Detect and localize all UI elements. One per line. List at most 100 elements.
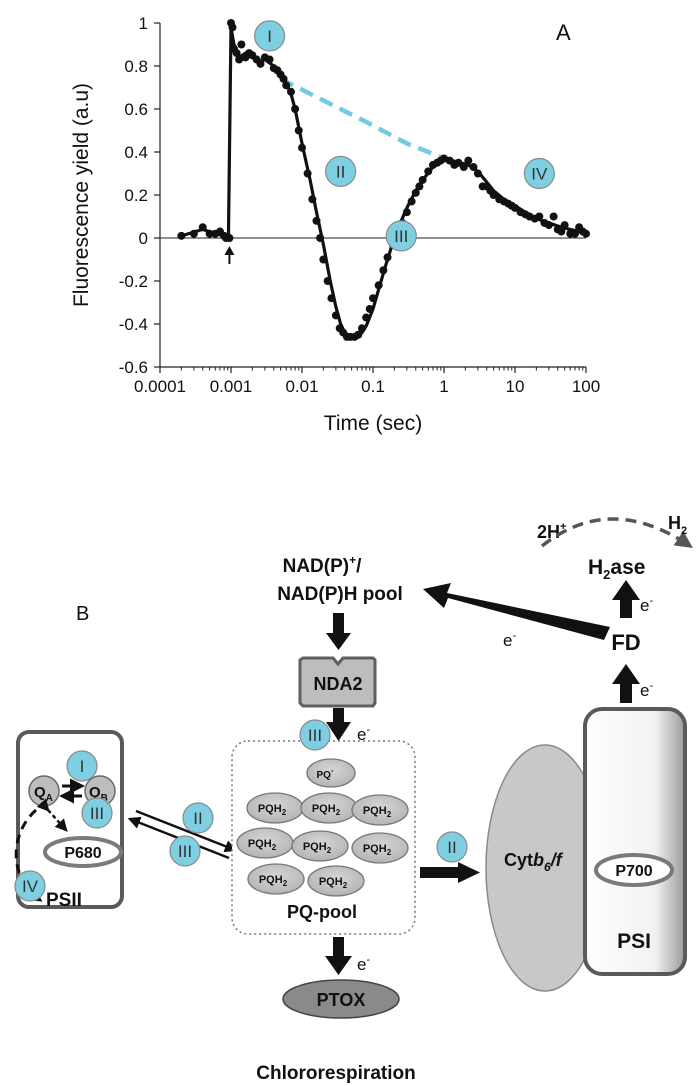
phase-badge-label: I <box>80 757 85 776</box>
pqh2-label: PQH2 <box>303 841 332 855</box>
data-point <box>418 175 427 184</box>
x-tick-label: 1 <box>439 377 448 396</box>
pqh2-node: PQH2 <box>307 865 365 897</box>
data-point <box>365 304 374 313</box>
h2ase-label: H2ase <box>588 556 645 582</box>
chlororespiration-label: Chlororespiration <box>256 1063 415 1084</box>
phase-badge-circle <box>81 797 113 829</box>
cyt-b6f-label: Cytb6/f <box>504 850 564 874</box>
data-point <box>464 156 473 165</box>
arrow-shaft-pq-cyt <box>420 867 460 878</box>
p680-label: P680 <box>64 845 101 862</box>
arrow-shaft-fd-h2ase <box>620 596 632 618</box>
y-tick-label: 0.8 <box>124 57 148 76</box>
data-point <box>383 253 392 262</box>
qb-label: QB <box>89 784 108 804</box>
phase-badge-label: II <box>336 162 345 181</box>
measured-points-series <box>177 19 590 341</box>
phase-badge: IV <box>14 870 46 902</box>
ptox-ellipse <box>282 979 400 1019</box>
data-point <box>489 191 498 199</box>
electron-label-ptox: e- <box>357 954 370 974</box>
data-point <box>369 294 377 303</box>
pqh2-label: PQH2 <box>363 843 392 857</box>
data-point <box>571 229 580 238</box>
pqh2-ellipse <box>307 865 365 897</box>
pqh2-ellipse <box>351 832 409 864</box>
arrow-head-psi-fd <box>612 664 640 684</box>
psii-to-pq-arrow <box>135 809 238 853</box>
data-point <box>549 212 558 221</box>
data-point <box>256 59 265 68</box>
data-point <box>198 223 207 232</box>
data-point <box>582 229 590 238</box>
x-tick-label: 0.01 <box>285 377 318 396</box>
phase-badge: III <box>385 220 417 252</box>
data-point <box>279 74 288 83</box>
psii-complex: QA QB P680 PSII <box>14 730 124 911</box>
phase-badge-label: III <box>308 726 322 745</box>
phase-badge: IV <box>523 157 555 190</box>
pqh2-node: PQH2 <box>291 830 349 862</box>
phase-badge-label: II <box>193 809 202 828</box>
qa-p680-recombination-arrow <box>36 798 68 832</box>
data-point <box>237 40 246 49</box>
phase-badge: I <box>254 20 286 52</box>
x-axis-label: Time (sec) <box>324 412 422 435</box>
electron-label-fd-nadph: e- <box>503 630 516 650</box>
x-ticks <box>159 367 587 373</box>
data-point <box>327 294 336 303</box>
y-tick-label: 0.6 <box>124 100 148 119</box>
pq-pool-label: PQ-pool <box>287 902 357 922</box>
data-point <box>331 311 340 320</box>
pqh2-label: PQH2 <box>363 805 392 819</box>
data-point <box>303 169 312 178</box>
data-point <box>469 163 478 172</box>
extrapolation-line <box>279 76 451 163</box>
psi-label: PSI <box>617 930 651 953</box>
y-axis-label: Fluorescence yield (a.u) <box>70 83 93 307</box>
data-point <box>459 163 468 172</box>
y-tick-label: 1 <box>139 14 148 33</box>
nadph-label-line2: NAD(P)H pool <box>277 584 403 605</box>
data-point <box>312 216 321 225</box>
data-point <box>560 221 569 230</box>
phase-badge-label: III <box>394 227 408 246</box>
pqh2-node: PQH2 <box>351 794 409 826</box>
data-point <box>177 231 186 240</box>
pqh2-node: PQH2 <box>300 792 358 824</box>
arrow-fd-to-nadph <box>423 583 610 640</box>
psi-box <box>583 707 687 976</box>
arrow-head-nda2-pq <box>326 722 351 741</box>
data-point <box>189 229 198 238</box>
arrow-head-pq-cyt <box>458 862 480 883</box>
x-tick-label: 10 <box>506 377 525 396</box>
pqh2-ellipse <box>247 863 305 895</box>
data-point <box>379 266 388 275</box>
phase-badge-label: II <box>447 838 456 857</box>
data-point <box>323 277 332 285</box>
data-point <box>402 208 411 217</box>
electron-label-psi-fd: e- <box>640 680 653 700</box>
data-point <box>235 55 244 64</box>
data-point <box>308 195 317 204</box>
data-point <box>316 234 325 242</box>
fd-label: FD <box>611 630 640 655</box>
data-point <box>358 324 367 333</box>
phase-badge: I <box>66 750 98 782</box>
data-point <box>291 105 300 113</box>
nda2-box: NDA2 <box>298 656 377 708</box>
phase-badge-circle <box>523 157 555 190</box>
electron-transport-diagram: B NAD(P)+/ NAD(P)H pool NDA2 e- 2H+ H2 H… <box>14 513 693 1084</box>
phase-badge-circle <box>385 220 417 252</box>
data-point <box>557 227 566 236</box>
data-point <box>415 182 424 191</box>
pq-minus-node <box>306 758 356 788</box>
panel-label-a: A <box>556 20 571 45</box>
data-point <box>407 197 416 206</box>
pqh2-node: PQH2 <box>247 863 305 895</box>
data-point <box>265 55 274 64</box>
extrapolation-series <box>279 76 451 163</box>
data-point <box>544 221 553 230</box>
